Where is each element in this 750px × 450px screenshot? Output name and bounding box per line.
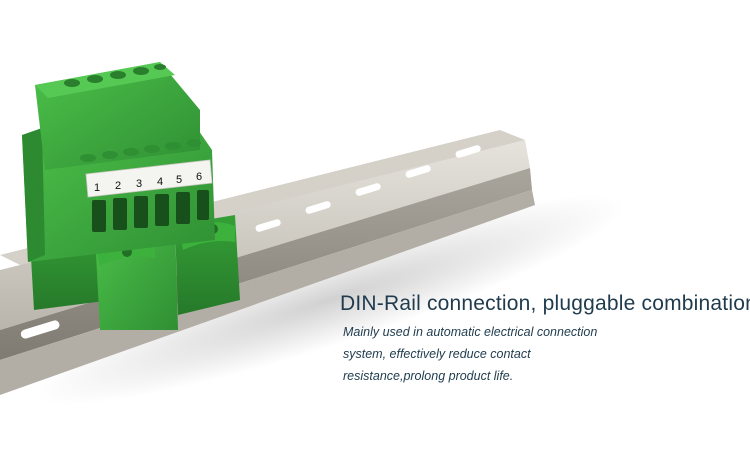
terminal-number: 5 <box>176 174 182 186</box>
terminal-number: 1 <box>94 182 100 194</box>
caption-headline: DIN-Rail connection, pluggable combinati… <box>340 292 750 315</box>
terminal-number: 6 <box>196 171 202 183</box>
terminal-block <box>22 62 240 330</box>
caption-line: resistance,prolong product life. <box>343 369 514 383</box>
terminal-number: 3 <box>136 178 142 190</box>
terminal-number-labels: 1 2 3 4 5 6 <box>94 171 202 194</box>
terminal-number: 2 <box>115 180 121 192</box>
caption-line: Mainly used in automatic electrical conn… <box>343 325 598 339</box>
caption-line: system, effectively reduce contact <box>343 347 531 361</box>
terminal-number: 4 <box>157 176 163 188</box>
